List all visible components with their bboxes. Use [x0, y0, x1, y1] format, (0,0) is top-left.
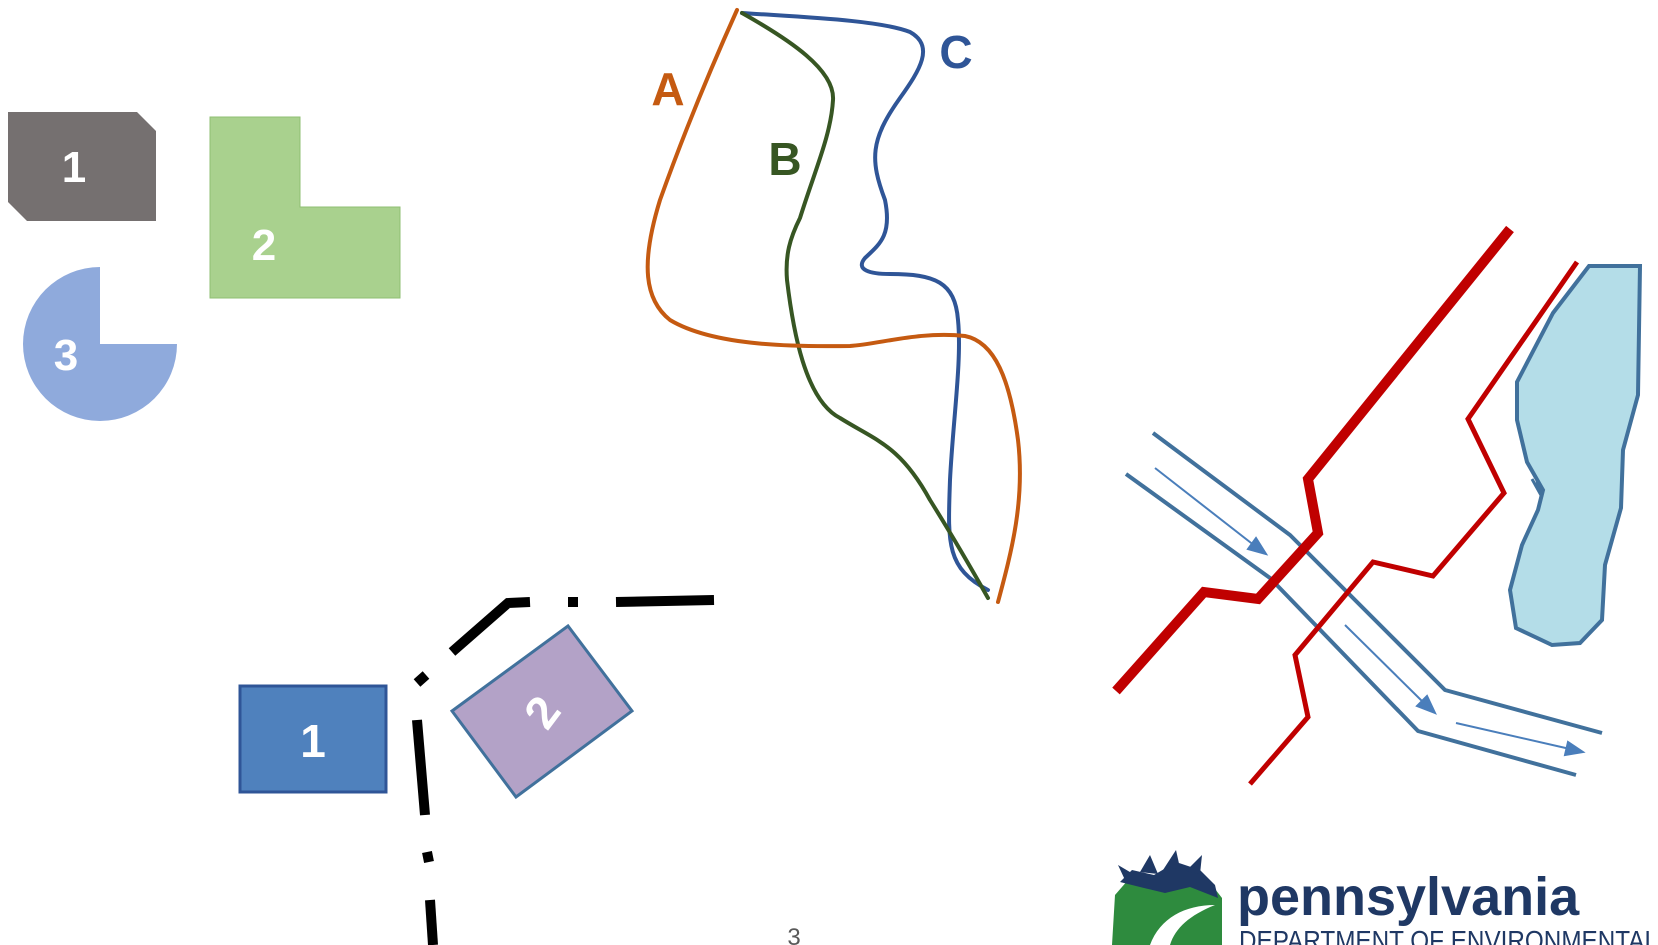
logo-subtitle: DEPARTMENT OF ENVIRONMENTAL	[1239, 925, 1658, 945]
box-2-rotated	[449, 623, 635, 800]
curves-group: A B C	[645, 8, 1022, 604]
top-left-shape-group: 1 2 3	[8, 112, 401, 421]
shape-1-octagon	[8, 112, 156, 221]
curve-b-label: B	[768, 133, 801, 185]
pa-dep-logo: pennsylvania DEPARTMENT OF ENVIRONMENTAL	[1112, 850, 1658, 945]
shape-2-l-shape	[209, 116, 401, 299]
shape-3-pie	[23, 267, 177, 421]
shape-2-label: 2	[252, 221, 276, 270]
curve-c-label: C	[939, 26, 972, 78]
road-major	[1112, 225, 1514, 695]
shape-3-label: 3	[54, 331, 78, 380]
box-1	[238, 684, 388, 794]
bottom-left-group: 1 2	[238, 595, 715, 945]
shape-1-label: 1	[62, 143, 86, 192]
map-group	[1112, 225, 1643, 786]
box-1-label: 1	[300, 715, 326, 767]
lake	[1507, 264, 1643, 648]
curve-a	[645, 8, 1022, 604]
page-number: 3	[787, 924, 800, 945]
road-minor	[1248, 260, 1580, 786]
stream-flow-arrows	[1154, 467, 1586, 757]
keystone-icon	[1112, 850, 1222, 945]
curve-a-label: A	[651, 63, 684, 115]
dash-dot-line	[412, 595, 715, 945]
logo-wordmark: pennsylvania	[1237, 867, 1580, 927]
curve-c	[740, 11, 990, 592]
stream-banks	[1124, 431, 1603, 777]
lake-inlet-notch	[1530, 478, 1544, 498]
curve-b	[740, 11, 990, 600]
